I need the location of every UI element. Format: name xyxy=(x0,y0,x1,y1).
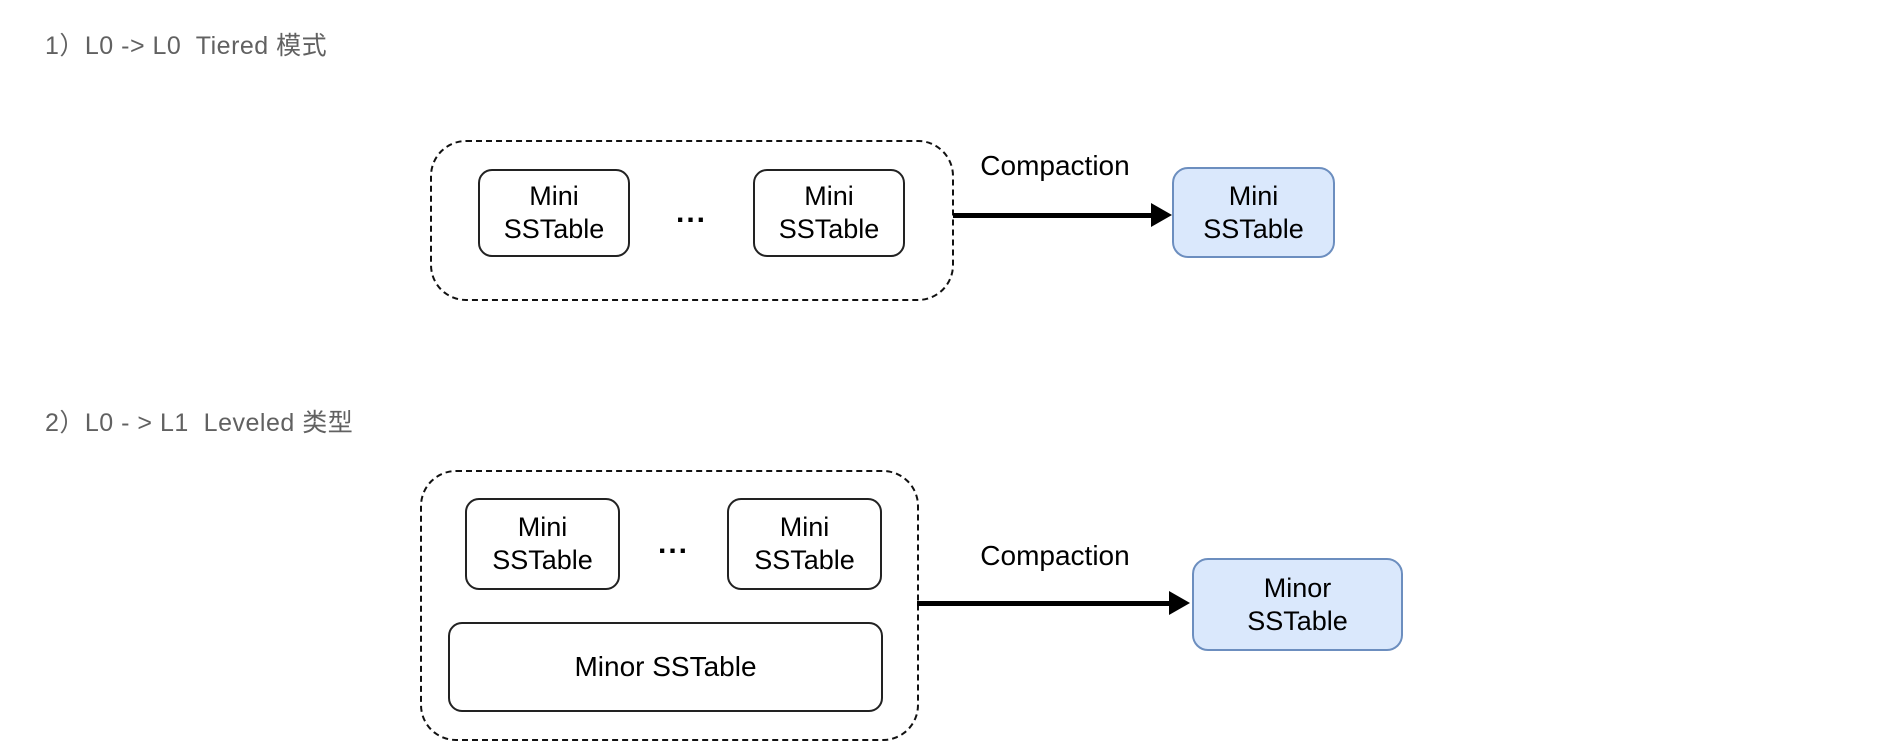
section2-mini-sstable-box-2: Mini SSTable xyxy=(727,498,882,590)
section1-source-group xyxy=(430,140,954,301)
section1-arrow-head xyxy=(1151,203,1172,227)
section1-mini-sstable-box-2: Mini SSTable xyxy=(753,169,905,257)
section1-ellipsis-dots: ... xyxy=(675,196,707,229)
section1-compaction-label: Compaction xyxy=(980,150,1130,181)
section2-compaction-label: Compaction xyxy=(980,540,1130,571)
section2-result-sstable-box: Minor SSTable xyxy=(1192,558,1403,651)
section1-arrow-line xyxy=(953,213,1153,218)
section1-result-sstable-box: Mini SSTable xyxy=(1172,167,1335,258)
section2-heading: 2）L0 - > L1 Leveled 类型 xyxy=(45,409,354,437)
section2-arrow-line xyxy=(917,601,1170,606)
section2-mini-sstable-box-1: Mini SSTable xyxy=(465,498,620,590)
section2-ellipsis-dots: ... xyxy=(657,527,689,560)
section1-heading: 1）L0 -> L0 Tiered 模式 xyxy=(45,32,328,60)
section1-mini-sstable-box-1: Mini SSTable xyxy=(478,169,630,257)
section2-minor-sstable-box: Minor SSTable xyxy=(448,622,883,712)
section2-arrow-head xyxy=(1169,591,1190,615)
